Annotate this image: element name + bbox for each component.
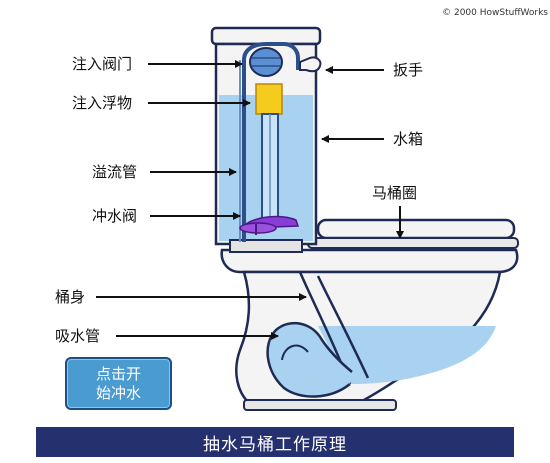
start-flush-button-line1: 点击开	[95, 364, 141, 383]
label-handle: 扳手	[393, 61, 423, 79]
label-flush-valve: 冲水阀	[92, 207, 137, 225]
siphon-trap	[266, 271, 370, 398]
copyright-text: © 2000 HowStuffWorks	[442, 8, 548, 18]
toilet-bowl	[220, 248, 519, 411]
fill-valve	[239, 42, 300, 242]
fill-float	[255, 83, 283, 115]
flush-handle	[299, 56, 322, 73]
caption-bar: 抽水马桶工作原理	[36, 427, 514, 457]
toilet-seat	[307, 218, 519, 249]
tank-lid	[210, 26, 322, 46]
label-seat: 马桶圈	[372, 184, 417, 202]
flush-valve-flapper	[239, 215, 300, 235]
label-fill-float: 注入浮物	[72, 94, 132, 112]
label-overflow-tube: 溢流管	[92, 163, 137, 181]
label-fill-valve: 注入阀门	[72, 55, 132, 73]
start-flush-button-line2: 始冲水	[95, 383, 141, 402]
bowl-water	[318, 326, 496, 384]
caption-text: 抽水马桶工作原理	[203, 434, 347, 455]
label-bowl: 桶身	[55, 288, 85, 306]
start-flush-button[interactable]: 点击开 始冲水	[65, 357, 172, 410]
overflow-tube	[261, 113, 279, 221]
label-tank: 水箱	[393, 130, 423, 148]
label-siphon-tube: 吸水管	[55, 327, 100, 345]
